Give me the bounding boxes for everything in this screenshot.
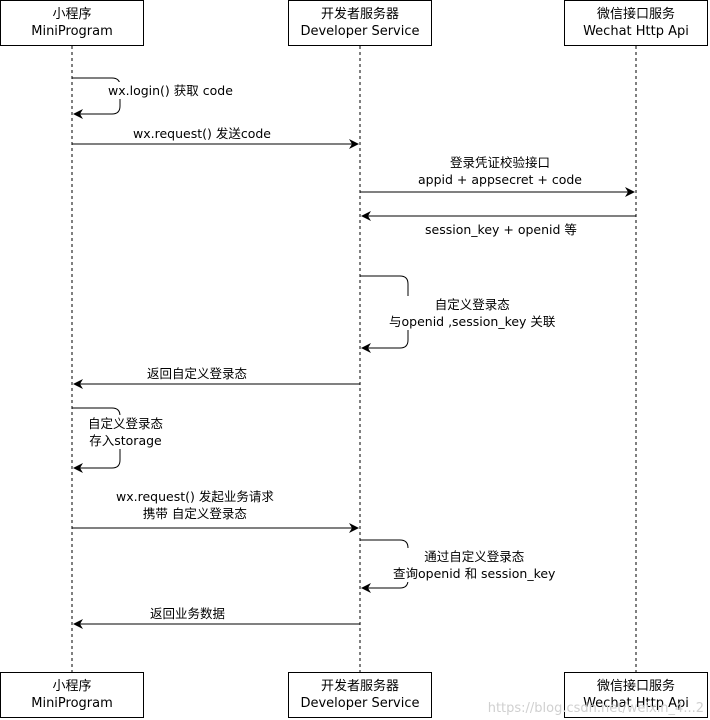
watermark: https://blog.csdn.net/weixin_4...2	[487, 701, 704, 716]
participant-name-en: Developer Service	[300, 24, 420, 39]
message-label-code2session: 登录凭证校验接口 appid + appsecret + code	[418, 154, 582, 188]
participant-name-cn: 小程序	[52, 679, 92, 694]
participant-wechat-api-top: 微信接口服务 Wechat Http Api	[564, 0, 708, 46]
message-text: 返回业务数据	[150, 606, 226, 621]
participant-miniprogram-top: 小程序 MiniProgram	[0, 0, 144, 46]
message-text-line2: appid + appsecret + code	[418, 172, 582, 187]
message-label-return-data: 返回业务数据	[150, 605, 225, 622]
message-label-custom-state: 自定义登录态 与openid ,session_key 关联	[389, 296, 556, 330]
participant-developer-service-top: 开发者服务器 Developer Service	[288, 0, 432, 46]
message-text: session_key + openid 等	[425, 222, 577, 237]
participant-name-en: Wechat Http Api	[583, 696, 689, 711]
participant-wechat-api-bottom: 微信接口服务 Wechat Http Api	[564, 672, 708, 718]
message-text-line2: 携带 自定义登录态	[142, 506, 247, 521]
participant-name-cn: 微信接口服务	[596, 679, 675, 694]
message-label-query-session: 通过自定义登录态 查询openid 和 session_key	[393, 548, 556, 582]
message-label-business-request: wx.request() 发起业务请求 携带 自定义登录态	[116, 488, 274, 522]
message-text-line2: 查询openid 和 session_key	[393, 566, 556, 581]
message-text: wx.request() 发送code	[133, 126, 271, 141]
message-text-line2: 与openid ,session_key 关联	[389, 314, 556, 329]
participant-name-cn: 开发者服务器	[320, 679, 399, 694]
message-label-wx-login: wx.login() 获取 code	[108, 82, 233, 99]
participant-name-en: MiniProgram	[31, 24, 113, 39]
message-text-line1: wx.request() 发起业务请求	[116, 489, 274, 504]
message-label-store-state: 自定义登录态 存入storage	[88, 415, 164, 449]
message-text: wx.login() 获取 code	[108, 83, 233, 98]
message-label-return-state: 返回自定义登录态	[147, 365, 247, 382]
message-text-line1: 登录凭证校验接口	[449, 155, 550, 170]
participant-developer-service-bottom: 开发者服务器 Developer Service	[288, 672, 432, 718]
participant-name-cn: 小程序	[52, 7, 92, 22]
participant-name-cn: 微信接口服务	[596, 7, 675, 22]
participant-miniprogram-bottom: 小程序 MiniProgram	[0, 672, 144, 718]
participant-name-en: Developer Service	[300, 696, 420, 711]
message-label-return-session: session_key + openid 等	[425, 221, 577, 238]
participant-name-cn: 开发者服务器	[320, 7, 399, 22]
message-text-line1: 自定义登录态	[434, 297, 510, 312]
message-text-line1: 自定义登录态	[88, 416, 164, 431]
participant-name-en: Wechat Http Api	[583, 24, 689, 39]
message-text: 返回自定义登录态	[147, 366, 248, 381]
message-label-send-code: wx.request() 发送code	[133, 125, 271, 142]
message-text-line2: 存入storage	[89, 433, 162, 448]
participant-name-en: MiniProgram	[31, 696, 113, 711]
message-text-line1: 通过自定义登录态	[424, 549, 525, 564]
